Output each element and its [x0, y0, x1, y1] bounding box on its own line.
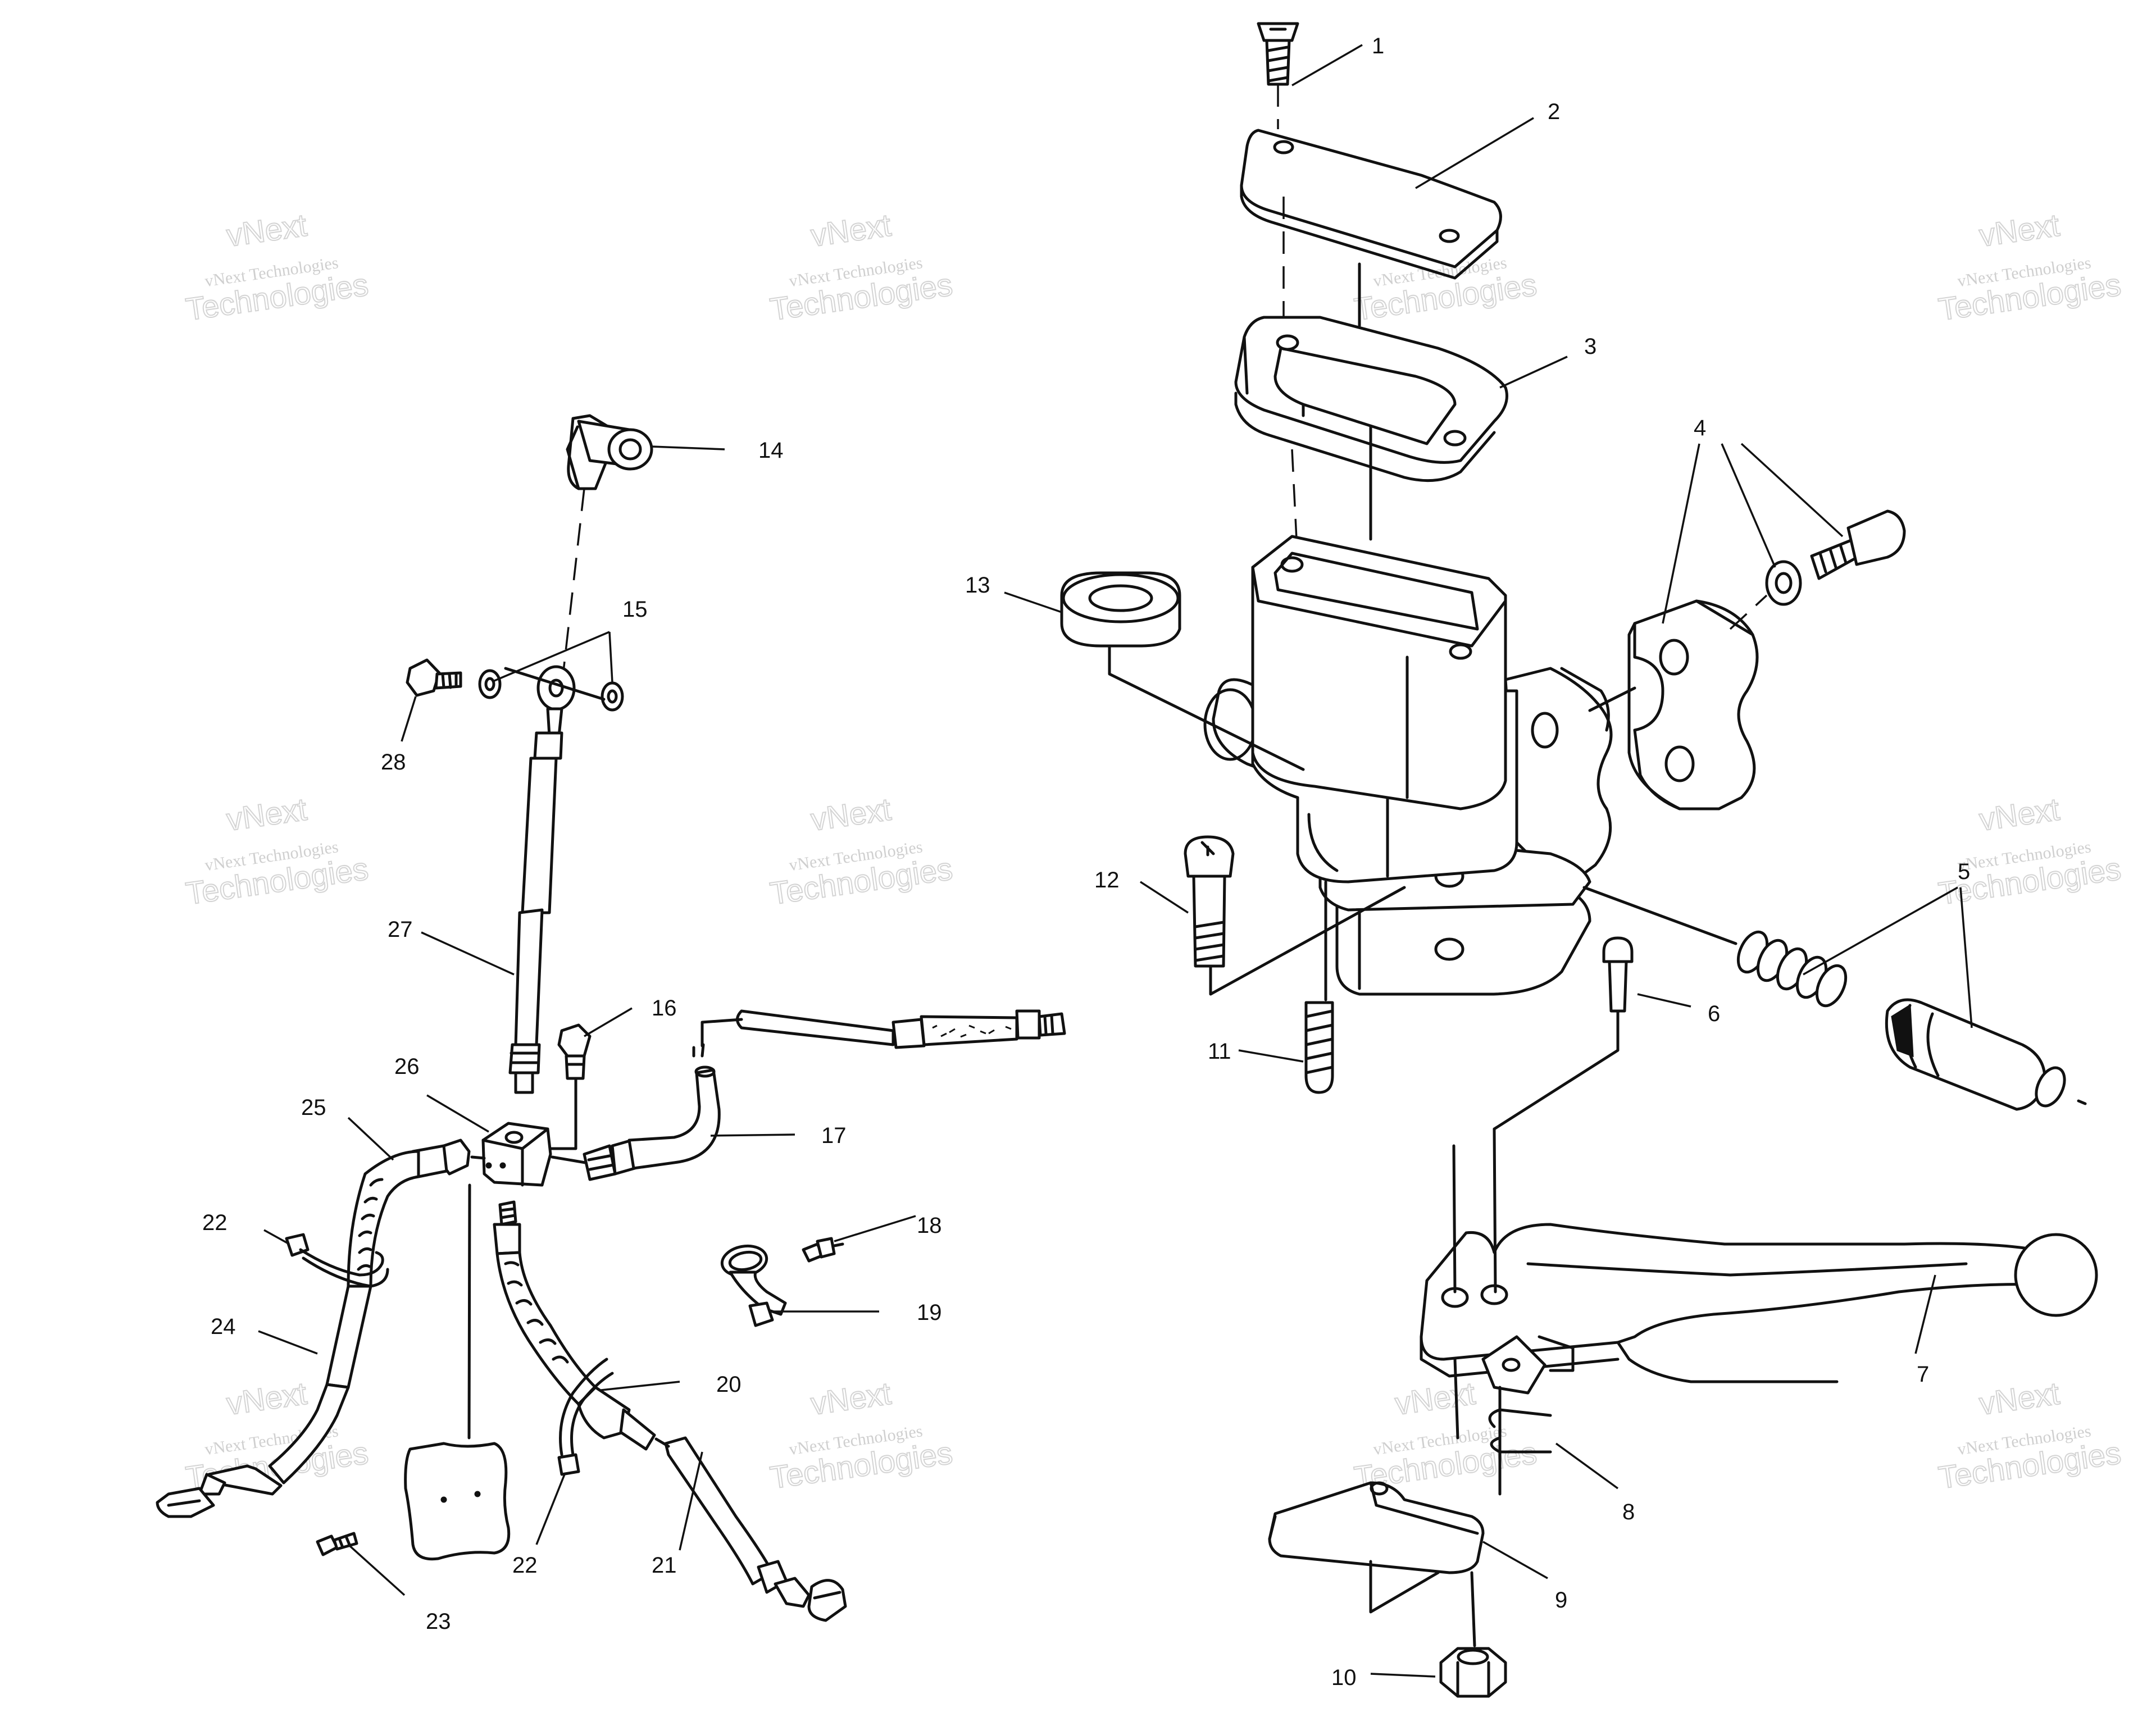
set-screw: [1304, 1001, 1334, 1094]
callout-11: 11: [1208, 1039, 1231, 1064]
callout-20: 20: [716, 1372, 742, 1397]
banjo-bolt: [406, 658, 462, 697]
bleeder-cap: [566, 414, 653, 490]
callout-18: 18: [917, 1213, 942, 1238]
callout-28: 28: [381, 750, 406, 775]
watermark: vNext vNext Technologies Technologies: [767, 207, 955, 328]
callout-25: 25: [301, 1095, 326, 1120]
hose-clamp-left: [285, 1233, 389, 1288]
callout-labels: 1 2 3 4 5 6 7 8 9 10 11 12 13 14 15 16 1…: [202, 34, 1970, 1690]
hose-clamp-right: [557, 1358, 614, 1476]
callout-13: 13: [965, 573, 990, 598]
cover-screw: [1257, 22, 1299, 86]
svg-text:vNext: vNext: [224, 791, 309, 837]
callout-22a: 22: [202, 1210, 228, 1235]
callout-2: 2: [1548, 99, 1560, 124]
callout-12: 12: [1094, 868, 1120, 892]
pivot-bolt: [1184, 835, 1235, 968]
leader-lines: [258, 44, 1973, 1678]
upper-brake-hose: [508, 665, 576, 1094]
hose-bracket: [720, 1244, 787, 1327]
callout-9: 9: [1555, 1588, 1567, 1613]
brake-lever: [1420, 1223, 2098, 1395]
svg-text:vNext: vNext: [1977, 1376, 2062, 1422]
callout-14: 14: [758, 438, 784, 463]
retainer-screw: [316, 1532, 358, 1556]
watermark: vNext vNext Technologies Technologies: [1936, 791, 2123, 912]
callout-7: 7: [1917, 1362, 1929, 1387]
watermark: vNext vNext Technologies Technologies: [183, 207, 371, 328]
callout-19: 19: [917, 1300, 942, 1325]
lock-nut: [1439, 1647, 1507, 1698]
pivot-pin: [1602, 936, 1634, 1013]
master-cylinder-body: [1203, 535, 1613, 996]
svg-text:vNext: vNext: [224, 207, 309, 253]
callout-22b: 22: [512, 1553, 538, 1578]
lever-adjuster: [1268, 1481, 1485, 1574]
retainer-plate: [404, 1442, 511, 1561]
callout-4: 4: [1694, 416, 1706, 440]
left-front-hose: [156, 1138, 471, 1518]
callout-1: 1: [1372, 34, 1384, 58]
watermark: vNext vNext Technologies Technologies: [1936, 1375, 2123, 1496]
svg-text:vNext: vNext: [224, 1376, 309, 1422]
svg-text:vNext: vNext: [808, 207, 893, 253]
sealing-washer-left: [478, 669, 502, 699]
brake-line-extension: [736, 1009, 1066, 1049]
svg-text:vNext: vNext: [1977, 207, 2062, 253]
callout-16: 16: [652, 996, 677, 1021]
svg-text:vNext: vNext: [808, 1376, 893, 1422]
diaphragm-gasket: [1234, 316, 1508, 482]
distribution-block: [481, 1122, 552, 1187]
bleed-fitting: [802, 1237, 844, 1263]
callout-23: 23: [426, 1609, 451, 1634]
handlebar-clamp: [1627, 599, 1759, 810]
watermark: vNext vNext Technologies Technologies: [1936, 207, 2123, 328]
svg-text:vNext: vNext: [1393, 1376, 1477, 1422]
clamp-bolt: [1810, 509, 1906, 580]
callout-24: 24: [211, 1314, 236, 1339]
watermark: vNext vNext Technologies Technologies: [767, 791, 955, 912]
clamp-washer: [1765, 560, 1802, 606]
svg-text:vNext: vNext: [808, 791, 893, 837]
callout-5: 5: [1958, 859, 1970, 884]
callout-8: 8: [1622, 1500, 1635, 1524]
sealing-washer-right: [601, 681, 624, 712]
right-front-hose: [493, 1200, 847, 1622]
brake-light-switch: [557, 1023, 592, 1080]
callout-21: 21: [652, 1553, 677, 1578]
callout-27: 27: [388, 917, 413, 942]
callout-3: 3: [1584, 334, 1596, 359]
reservoir-cover: [1240, 129, 1502, 280]
watermark: vNext vNext Technologies Technologies: [183, 791, 371, 912]
svg-text:vNext: vNext: [1977, 791, 2062, 837]
callout-17: 17: [821, 1123, 847, 1148]
rear-brake-line: [583, 1043, 721, 1181]
piston-spring: [1736, 930, 1848, 1008]
callout-10: 10: [1331, 1665, 1357, 1690]
callout-6: 6: [1708, 1001, 1720, 1026]
piston-assembly: [1885, 998, 2066, 1111]
watermark: vNext vNext Technologies Technologies: [767, 1375, 955, 1496]
callout-26: 26: [394, 1054, 420, 1079]
boot-seal: [1060, 571, 1181, 648]
callout-15: 15: [622, 597, 648, 622]
